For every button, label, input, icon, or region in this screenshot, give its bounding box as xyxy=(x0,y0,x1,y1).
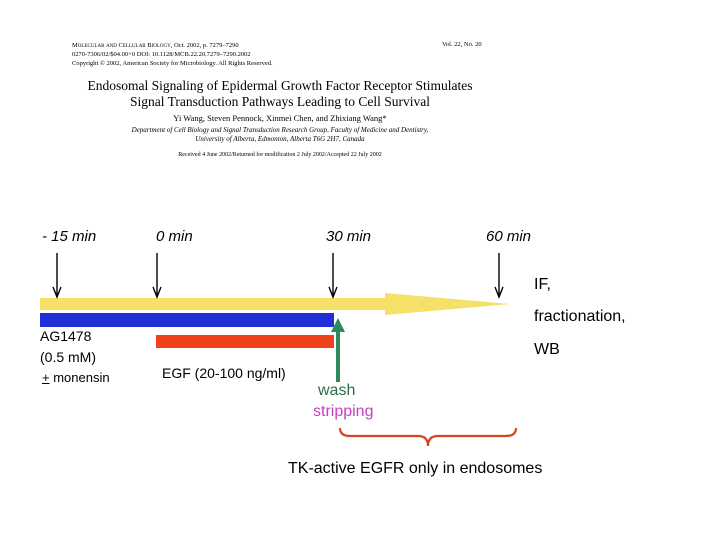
timeline-arrow xyxy=(40,293,510,315)
timepoint-arrowhead-0 xyxy=(152,286,162,299)
timepoint-arrowhead-minus15 xyxy=(52,286,62,299)
monensin-text: monensin xyxy=(49,370,110,385)
time-label-30: 30 min xyxy=(326,228,372,245)
paper-affiliation-line-1: Department of Cell Biology and Signal Tr… xyxy=(131,126,429,134)
wash-arrow-shaft xyxy=(336,330,340,382)
journal-name: Molecular and Cellular Biology xyxy=(72,42,171,49)
paper-affiliation-line-2: University of Alberta, Edmonton, Alberta… xyxy=(195,135,365,143)
egf-bar xyxy=(156,335,334,348)
label-ag1478-concentration: (0.5 mM) xyxy=(40,349,96,365)
plus-minus-sign: + xyxy=(42,370,50,385)
timepoint-arrowhead-30 xyxy=(328,286,338,299)
label-egf: EGF (20-100 ng/ml) xyxy=(162,365,286,381)
label-wash: wash xyxy=(318,382,356,399)
paper-affiliation: Department of Cell Biology and Signal Tr… xyxy=(70,126,490,144)
label-monensin: + monensin xyxy=(42,370,110,385)
time-label-60: 60 min xyxy=(486,228,532,245)
time-label-minus15: - 15 min xyxy=(42,228,97,245)
timepoint-arrowhead-60 xyxy=(494,286,504,299)
paper-received-dates: Received 4 June 2002/Returned for modifi… xyxy=(178,152,382,158)
paper-title: Endosomal Signaling of Epidermal Growth … xyxy=(70,78,490,110)
paper-title-line-1: Endosomal Signaling of Epidermal Growth … xyxy=(87,78,473,93)
journal-line: Molecular and Cellular Biology, Oct. 200… xyxy=(72,41,273,50)
journal-copyright: Copyright © 2002, American Society for M… xyxy=(72,60,273,67)
endosome-brace xyxy=(338,427,518,447)
label-fractionation: fractionation, xyxy=(534,308,626,325)
paper-title-line-2: Signal Transduction Pathways Leading to … xyxy=(130,94,430,109)
label-tk-active-egfr: TK-active EGFR only in endosomes xyxy=(288,460,543,477)
time-label-0: 0 min xyxy=(156,228,193,245)
journal-issn-doi: 0270-7306/02/$04.00+0 DOI: 10.1128/MCB.2… xyxy=(72,51,251,58)
wash-arrow-head xyxy=(331,318,345,332)
label-if: IF, xyxy=(534,276,551,293)
label-wb: WB xyxy=(534,341,560,358)
paper-authors: Yi Wang, Steven Pennock, Xinmei Chen, an… xyxy=(173,113,387,123)
journal-volume: Vol. 22, No. 20 xyxy=(442,41,482,48)
journal-date-pages: , Oct. 2002, p. 7279–7290 xyxy=(170,42,239,49)
label-ag1478: AG1478 xyxy=(40,328,92,344)
ag1478-bar xyxy=(40,313,334,327)
label-stripping: stripping xyxy=(313,403,374,420)
journal-citation: Molecular and Cellular Biology, Oct. 200… xyxy=(72,41,273,68)
